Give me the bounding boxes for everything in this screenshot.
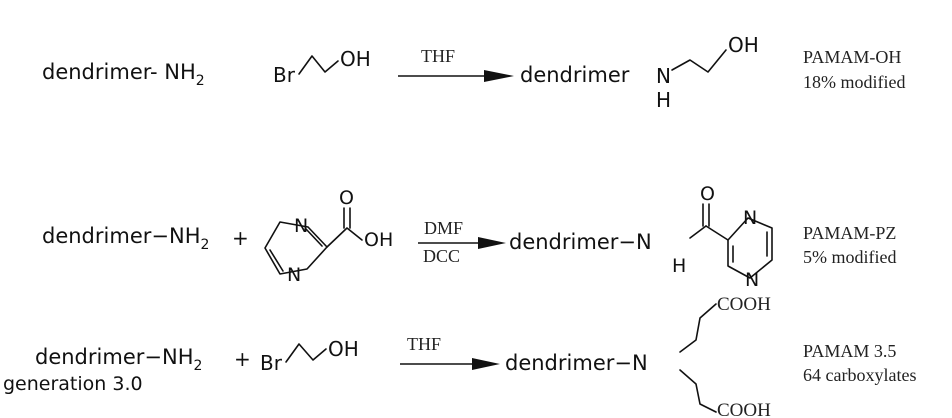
reaction-2-product-h: H xyxy=(672,255,686,277)
reactant-pyrazine-double-bond xyxy=(305,228,323,247)
reaction-1-reagent-chain xyxy=(298,55,339,75)
reaction-3-reagent-oh: OH xyxy=(328,337,359,361)
reaction-3-reagent-br: Br xyxy=(260,351,283,375)
reaction-3-arrowhead xyxy=(472,358,500,370)
reaction-2-arrowhead xyxy=(478,237,506,249)
reaction-3-condition: THF xyxy=(407,334,441,354)
product-ring-n-bottom: N xyxy=(745,269,759,291)
product-pyrazine-amide: O N N xyxy=(689,183,773,291)
reaction-3-lower-arm xyxy=(679,369,717,413)
reaction-2-reactant: dendrimer−NH2 xyxy=(42,224,209,253)
reactant-carbonyl-o: O xyxy=(339,187,354,209)
product-pyrazine-ring xyxy=(727,217,773,279)
reaction-3-product: dendrimer−N xyxy=(505,351,648,375)
reaction-1-product-prefix: dendrimer xyxy=(520,63,630,87)
reaction-2: dendrimer−NH2 + N N O OH DMF DCC dendrim… xyxy=(42,183,896,291)
reaction-3-note: 64 carboxylates xyxy=(803,365,916,385)
reactant-pyrazine-double-bond xyxy=(269,249,284,272)
reaction-2-name: PAMAM-PZ xyxy=(803,223,896,243)
reaction-1-product-h: H xyxy=(656,88,671,112)
reaction-1: dendrimer- NH2 Br OH THF dendrimer N H O… xyxy=(42,33,905,112)
reaction-3-name: PAMAM 3.5 xyxy=(803,341,896,361)
reaction-3-plus: + xyxy=(234,347,251,371)
product-ring-n-top: N xyxy=(743,207,757,229)
reaction-1-condition: THF xyxy=(421,46,455,66)
reactant-ring-n-top: N xyxy=(294,215,308,237)
reactant-acid-oh: OH xyxy=(364,229,393,251)
reaction-1-arrowhead xyxy=(484,70,514,82)
product-amide-bond xyxy=(689,225,707,239)
reaction-1-product-n: N xyxy=(656,64,671,88)
reaction-2-condition-bottom: DCC xyxy=(423,246,460,266)
reaction-1-name: PAMAM-OH xyxy=(803,47,901,67)
reaction-3-cooh-bottom: COOH xyxy=(717,400,771,418)
reaction-2-plus: + xyxy=(232,226,249,250)
product-carbonyl-o: O xyxy=(700,183,715,205)
reaction-1-reagent-oh: OH xyxy=(340,47,371,71)
reaction-1-note: 18% modified xyxy=(803,72,905,92)
reaction-3-cooh-top: COOH xyxy=(717,294,771,315)
reaction-3-reactant: dendrimer−NH2 xyxy=(35,345,202,374)
product-ring-link xyxy=(705,225,729,241)
reaction-1-reagent-br: Br xyxy=(273,63,296,87)
reaction-2-condition-top: DMF xyxy=(424,218,463,238)
reactant-ring-n-bottom: N xyxy=(287,264,301,286)
pyrazine-carboxylic-acid: N N O OH xyxy=(264,187,393,286)
reaction-1-reactant: dendrimer- NH2 xyxy=(42,60,205,89)
reaction-3-caption: generation 3.0 xyxy=(3,373,143,395)
reaction-3: dendrimer−NH2 generation 3.0 + Br OH THF… xyxy=(3,294,916,418)
reaction-3-upper-arm xyxy=(679,303,717,353)
reaction-3-reagent-chain xyxy=(285,343,327,363)
reactant-acid-bonds xyxy=(326,227,363,248)
reaction-1-product-oh: OH xyxy=(728,33,759,57)
reaction-1-product-chain xyxy=(671,49,727,73)
reaction-2-product: dendrimer−N xyxy=(509,230,652,254)
reaction-2-note: 5% modified xyxy=(803,247,896,267)
